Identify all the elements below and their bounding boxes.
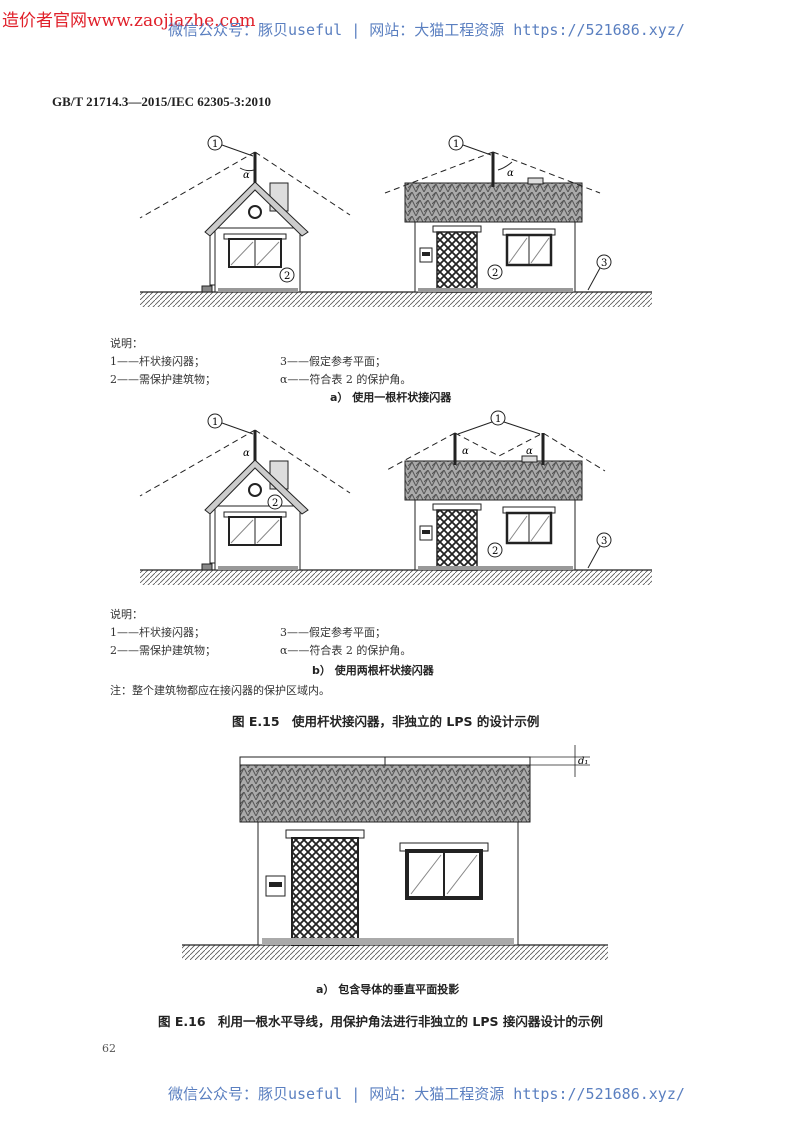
figure-e16a: d₁ (182, 745, 608, 960)
svg-text:α: α (462, 446, 469, 457)
legend-item: α——符合表 2 的保护角。 (280, 373, 412, 386)
svg-text:1: 1 (495, 414, 501, 425)
page-number: 62 (102, 1042, 116, 1055)
svg-text:2: 2 (284, 271, 290, 282)
svg-text:1: 1 (212, 417, 218, 428)
figure-note: 注：整个建筑物都应在接闪器的保护区域内。 (110, 684, 330, 697)
svg-text:3: 3 (601, 536, 607, 547)
watermark-blue-bottom: 微信公众号：豚贝useful | 网站：大猫工程资源 https://52168… (168, 1085, 685, 1103)
svg-text:1: 1 (453, 139, 459, 150)
standard-header: GB/T 21714.3—2015/IEC 62305-3:2010 (52, 94, 271, 109)
svg-text:2: 2 (272, 498, 278, 509)
svg-text:α: α (507, 168, 514, 179)
svg-text:α: α (243, 448, 250, 459)
svg-text:α: α (243, 170, 250, 181)
watermark-blue-top: 微信公众号：豚贝useful | 网站：大猫工程资源 https://52168… (168, 21, 685, 39)
subfigure-caption-b: b） 使用两根杆状接闪器 (312, 664, 434, 677)
watermark-red: 造价者官网www.zaojiazhe.com (2, 11, 256, 31)
legend-item: 3——假定参考平面； (280, 626, 386, 639)
legend-title-b: 说明： (110, 608, 143, 621)
legend-item: α——符合表 2 的保护角。 (280, 644, 412, 657)
legend-item: 1——杆状接闪器； (110, 626, 205, 639)
subfigure-caption-e16a: a） 包含导体的垂直平面投影 (316, 983, 460, 996)
svg-text:2: 2 (492, 268, 498, 279)
legend-title-a: 说明： (110, 337, 143, 350)
legend-item: 2——需保护建筑物； (110, 373, 216, 386)
figure-e16-title: 图 E.16 利用一根水平导线，用保护角法进行非独立的 LPS 接闪器设计的示例 (158, 1014, 603, 1029)
svg-text:d₁: d₁ (578, 756, 588, 767)
subfigure-caption-a: a） 使用一根杆状接闪器 (330, 391, 452, 404)
svg-text:1: 1 (212, 139, 218, 150)
figure-e15a: 1 1 2 2 3 α α (139, 135, 653, 308)
svg-text:α: α (526, 446, 533, 457)
legend-item: 1——杆状接闪器； (110, 355, 205, 368)
legend-item: 3——假定参考平面； (280, 355, 386, 368)
svg-text:2: 2 (492, 546, 498, 557)
svg-text:3: 3 (601, 258, 607, 269)
legend-item: 2——需保护建筑物； (110, 644, 216, 657)
figure-e15-title: 图 E.15 使用杆状接闪器，非独立的 LPS 的设计示例 (232, 714, 540, 729)
figure-e15b: 1 1 2 2 3 α α α (139, 410, 653, 586)
